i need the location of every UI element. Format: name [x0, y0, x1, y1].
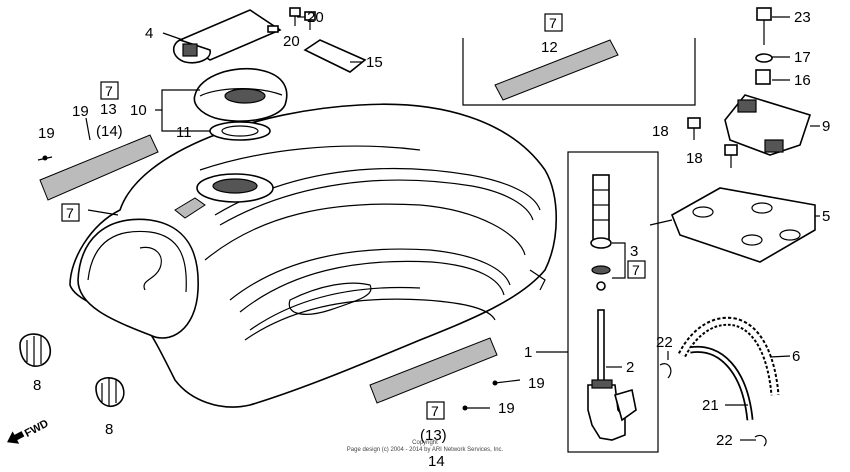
- honda-emblem: [369, 337, 498, 404]
- label-7-c: 7: [66, 205, 74, 221]
- screws-20: [289, 7, 316, 30]
- label-7-a: 7: [105, 83, 113, 99]
- label-13: 13: [100, 101, 117, 118]
- screws-19: [462, 379, 521, 411]
- label-19-b: 19: [38, 125, 55, 142]
- label-20-a: 20: [307, 9, 324, 26]
- label-16: 16: [794, 72, 811, 89]
- mount-bolt-set: [755, 7, 773, 85]
- label-8-a: 8: [33, 377, 41, 394]
- label-11: 11: [176, 124, 192, 141]
- label-4: 4: [145, 25, 153, 42]
- label-3: 3: [630, 243, 638, 260]
- cap-bracket: [172, 9, 282, 64]
- leader-lines: [87, 16, 820, 441]
- label-21: 21: [702, 397, 719, 414]
- label-20-b: 20: [283, 33, 300, 50]
- label-18-b: 18: [686, 150, 703, 167]
- label-22-b: 22: [716, 432, 733, 449]
- fuel-tank: [69, 103, 557, 408]
- fwd-label: FWD: [23, 418, 51, 440]
- label-19-a: 19: [72, 103, 89, 120]
- ref-box-7-group: [61, 13, 646, 420]
- label-7-b: 7: [549, 15, 557, 31]
- footer-credit: Page design (c) 2004 - 2014 by ARI Netwo…: [347, 447, 504, 453]
- label-18-a: 18: [652, 123, 669, 140]
- label-5: 5: [822, 208, 830, 225]
- label-22-a: 22: [656, 334, 673, 351]
- fuel-cap: [193, 67, 288, 141]
- label-7-e: 7: [431, 403, 439, 419]
- label-23: 23: [794, 9, 811, 26]
- bolts-18: [687, 117, 738, 168]
- label-15: 15: [366, 54, 383, 71]
- grommets-8: [19, 333, 125, 408]
- label-12: 12: [541, 39, 558, 56]
- label-13-paren: (13): [420, 427, 447, 444]
- label-14-paren: (14): [96, 123, 123, 140]
- label-19-c: 19: [528, 375, 545, 392]
- rear-mount-bracket: [724, 94, 812, 156]
- label-6: 6: [792, 348, 800, 365]
- fuel-cock-box: [567, 151, 659, 453]
- label-17: 17: [794, 49, 811, 66]
- label-8-b: 8: [105, 421, 113, 438]
- footer-copyright: Copyright: [412, 440, 438, 446]
- label-9: 9: [822, 118, 830, 135]
- clip-22-bottom: [754, 434, 767, 447]
- label-7-d: 7: [632, 262, 640, 278]
- stripe-box: [462, 38, 696, 106]
- label-19-d: 19: [498, 400, 515, 417]
- pad-15: [303, 39, 367, 73]
- label-2: 2: [626, 359, 634, 376]
- fwd-arrow: FWD: [7, 418, 51, 444]
- label-1: 1: [524, 344, 532, 361]
- clip-22-top: [659, 363, 672, 379]
- label-14: 14: [428, 453, 445, 470]
- emblem-plate-left: [37, 117, 159, 201]
- mount-plate: [670, 187, 816, 263]
- label-10: 10: [130, 102, 147, 119]
